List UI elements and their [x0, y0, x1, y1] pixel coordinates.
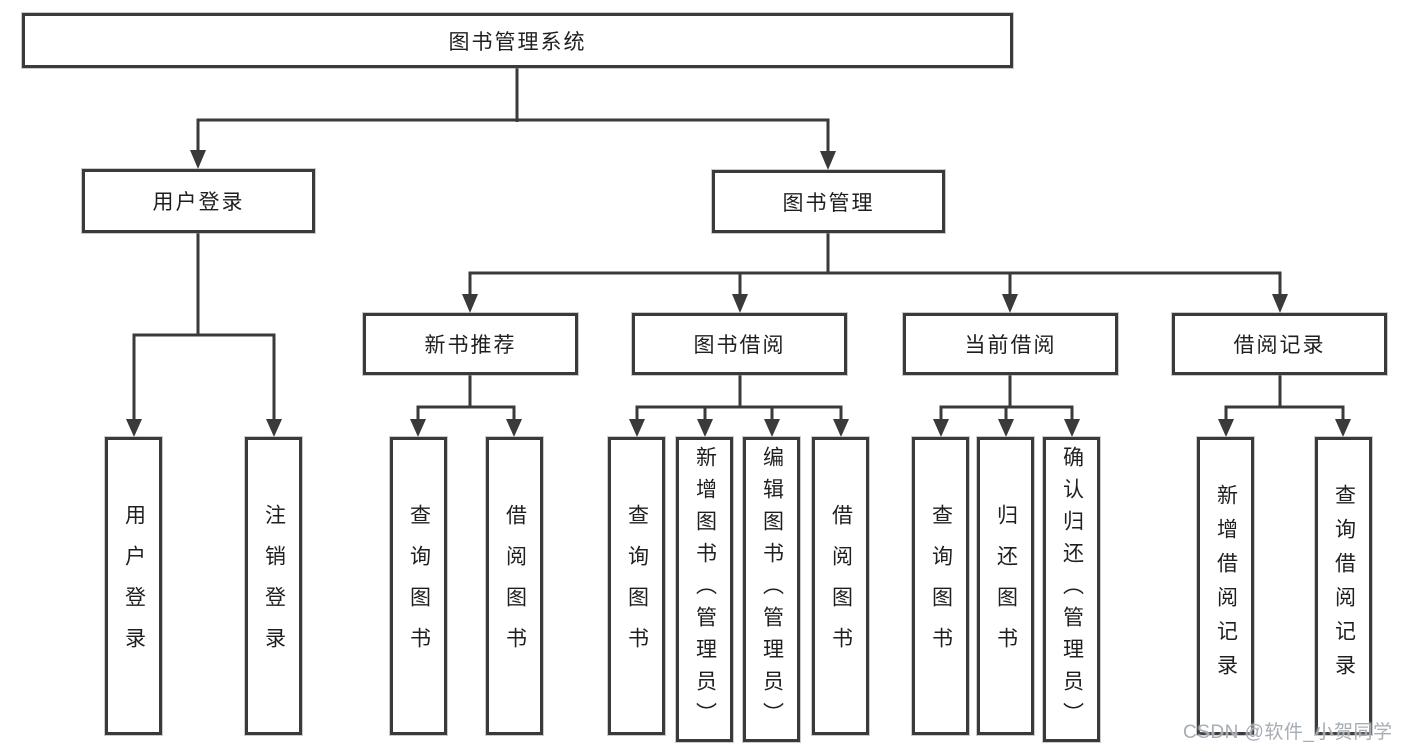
edge-book-management-children: [468, 233, 1282, 296]
node-label: 借阅图书: [503, 504, 527, 668]
node-label: 当前借阅: [964, 334, 1057, 357]
node-label: 注销登录: [262, 504, 286, 668]
node-borrow-records: 借阅记录: [1172, 313, 1387, 375]
node-label: 查询图书: [929, 504, 953, 668]
node-user-login: 用户登录: [82, 169, 315, 233]
leaf-query-books-current: 查询图书: [912, 437, 969, 735]
node-label: 图书管理系统: [448, 30, 587, 54]
node-label: 借阅图书: [829, 504, 853, 668]
edge-user-login-children: [132, 233, 276, 421]
leaf-borrow-books: 借阅图书: [812, 437, 869, 735]
leaf-query-borrow-record: 查询借阅记录: [1315, 437, 1372, 735]
edge-new-book-recommend-children: [416, 375, 516, 421]
edge-current-borrow-children: [939, 375, 1074, 421]
leaf-edit-books-admin: 编辑图书（管理员）: [743, 437, 800, 742]
edge-borrow-records-children: [1224, 375, 1345, 421]
node-label: 新增图书（管理员）: [693, 445, 717, 734]
node-current-borrow: 当前借阅: [903, 313, 1118, 375]
node-label: 用户登录: [122, 504, 146, 668]
leaf-logout: 注销登录: [245, 437, 302, 735]
node-label: 借阅记录: [1233, 334, 1326, 357]
node-new-book-recommend: 新书推荐: [363, 313, 578, 375]
leaf-add-books-admin: 新增图书（管理员）: [676, 437, 733, 742]
watermark: CSDN @软件_小贺同学: [1183, 722, 1393, 743]
leaf-add-borrow-record: 新增借阅记录: [1197, 437, 1254, 735]
node-library-management-system: 图书管理系统: [22, 13, 1013, 68]
node-label: 编辑图书（管理员）: [760, 445, 784, 734]
node-book-borrow: 图书借阅: [632, 313, 847, 375]
node-label: 归还图书: [994, 504, 1018, 668]
node-label: 新书推荐: [424, 334, 517, 357]
leaf-borrow-books-recommend: 借阅图书: [486, 437, 543, 735]
node-label: 新增借阅记录: [1214, 484, 1238, 688]
node-label: 图书管理: [782, 191, 875, 215]
leaf-query-books-borrow: 查询图书: [608, 437, 665, 735]
node-label: 确认归还（管理员）: [1060, 445, 1084, 734]
node-label: 查询图书: [407, 504, 431, 668]
node-label: 图书借阅: [693, 334, 786, 357]
node-label: 用户登录: [152, 191, 245, 214]
edge-book-borrow-children: [635, 375, 843, 421]
leaf-query-books-recommend: 查询图书: [390, 437, 447, 735]
arrowheads: [126, 150, 1351, 437]
leaf-confirm-return-admin: 确认归还（管理员）: [1043, 437, 1100, 742]
node-book-management: 图书管理: [712, 170, 945, 233]
node-label: 查询借阅记录: [1332, 484, 1356, 688]
node-label: 查询图书: [625, 504, 649, 668]
edge-root-to-level2: [196, 118, 830, 153]
leaf-return-books: 归还图书: [977, 437, 1034, 735]
leaf-user-login: 用户登录: [105, 437, 162, 735]
